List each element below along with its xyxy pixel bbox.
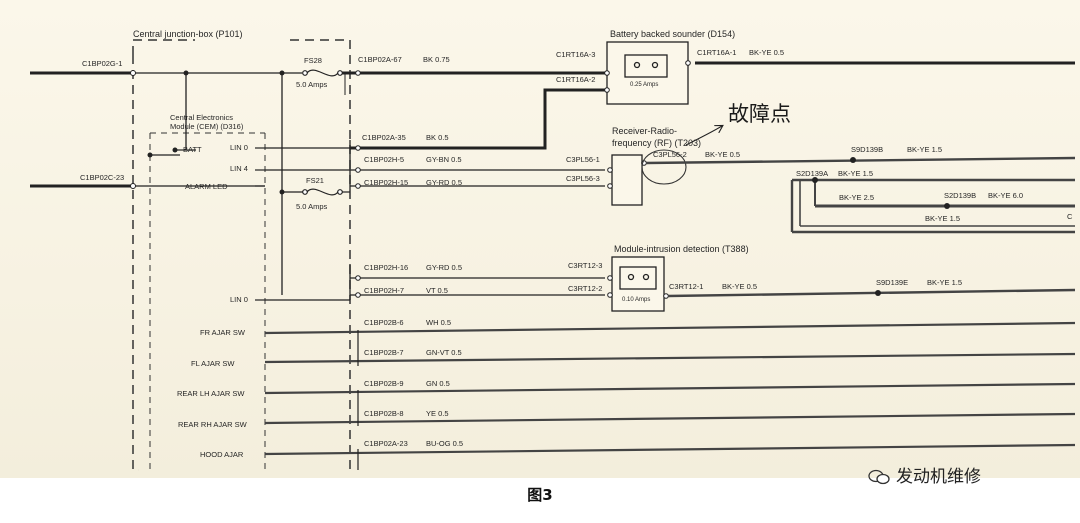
label-s2d139a: S2D139A	[796, 169, 828, 178]
receiver-title-line2: frequency (RF) (T203)	[612, 138, 701, 148]
wechat-icon	[868, 469, 890, 485]
wire-color-8: GN-VT 0.5	[426, 348, 462, 357]
fuse-fs21-label: FS21	[306, 176, 324, 185]
cem-title-line2: Module (CEM) (D316)	[170, 122, 244, 131]
wire-color-9: GN 0.5	[426, 379, 450, 388]
fault-circle	[641, 149, 687, 185]
label-fr-ajar: FR AJAR SW	[200, 328, 246, 337]
cem-title-line1: Central Electronics	[170, 113, 233, 122]
wire-pin-11: C1BP02A-23	[364, 439, 408, 448]
label-c1rt16a1-color: BK-YE 0.5	[749, 48, 784, 57]
wire-color-1: BK 0.75	[423, 55, 450, 64]
label-c3rt12-2: C3RT12-2	[568, 284, 602, 293]
wire-pin-5: C1BP02H-16	[364, 263, 408, 272]
lin-wires	[265, 88, 605, 301]
label-c3rt12-1: C3RT12-1	[669, 282, 703, 291]
figure-caption: 图3	[527, 486, 553, 504]
wire-color-5: GY-RD 0.5	[426, 263, 462, 272]
label-lin4: LIN 4	[230, 164, 248, 173]
junction-box-title: Central junction-box (P101)	[133, 29, 243, 39]
label-s2d139b-color: BK-YE 6.0	[988, 191, 1023, 200]
label-hood: HOOD AJAR	[200, 450, 244, 459]
label-s2d139b: S2D139B	[944, 191, 976, 200]
label-bkye15: BK-YE 1.5	[925, 214, 960, 223]
label-c3pl56-1: C3PL56-1	[566, 155, 600, 164]
sounder-rating: 0.25 Amps	[630, 82, 658, 88]
label-s9d139e: S9D139E	[876, 278, 908, 287]
label-lin0-a: LIN 0	[230, 143, 248, 152]
label-c3rt12-1-color: BK-YE 0.5	[722, 282, 757, 291]
wire-pin-1: C1BP02A-67	[358, 55, 402, 64]
wire-color-11: BU-OG 0.5	[426, 439, 463, 448]
wire-color-2: BK 0.5	[426, 133, 449, 142]
intrusion-rating: 0.10 Amps	[622, 297, 650, 303]
fuse-fs28-label: FS28	[304, 56, 322, 65]
cem-outline	[149, 132, 266, 470]
label-rear-lh: REAR LH AJAR SW	[177, 389, 245, 398]
ajar-switch-wires	[264, 321, 1076, 456]
wire-pin-2: C1BP02A-35	[362, 133, 406, 142]
sounder-module	[606, 41, 689, 105]
wire-pin-4: C1BP02H-15	[364, 178, 408, 187]
receiver-title-line1: Receiver-Radio-	[612, 126, 677, 136]
wire-color-10: YE 0.5	[426, 409, 449, 418]
wire-pin-3: C1BP02H-5	[364, 155, 404, 164]
label-edge-c: C	[1067, 212, 1073, 221]
wire-pin-8: C1BP02B-7	[364, 348, 404, 357]
fault-annotation: 故障点	[728, 102, 791, 126]
label-bkye25: BK-YE 2.5	[839, 193, 874, 202]
label-c1rt16a2: C1RT16A-2	[556, 75, 595, 84]
receiver-module	[611, 154, 643, 206]
schematic-paper	[0, 0, 1080, 478]
wire-pin-6: C1BP02H-7	[364, 286, 404, 295]
fault-arrow	[685, 126, 722, 146]
wire-color-7: WH 0.5	[426, 318, 451, 327]
intrusion-title: Module-intrusion detection (T388)	[614, 244, 749, 254]
fuse-fs28-rating: 5.0 Amps	[296, 80, 328, 89]
watermark-text: 发动机维修	[896, 467, 981, 487]
sounder-title: Battery backed sounder (D154)	[610, 29, 735, 39]
label-c3pl56-3: C3PL56-3	[566, 174, 600, 183]
wire-color-4: GY-RD 0.5	[426, 178, 462, 187]
label-c3pl56-2: C3PL56-2	[653, 150, 687, 159]
label-c3rt12-3: C3RT12-3	[568, 261, 602, 270]
label-rear-rh: REAR RH AJAR SW	[178, 420, 248, 429]
label-c3pl56-2-color: BK-YE 0.5	[705, 150, 740, 159]
watermark: 发动机维修	[868, 462, 981, 487]
fuse-fs21	[282, 188, 350, 196]
label-s9d139e-color: BK-YE 1.5	[927, 278, 962, 287]
fuse-fs28	[302, 69, 343, 77]
power-feed-wire	[30, 61, 1075, 295]
label-s9d139b: S9D139B	[851, 145, 883, 154]
label-lin0-b: LIN 0	[230, 295, 248, 304]
label-c1bp02c: C1BP02C-23	[80, 173, 124, 182]
intrusion-module	[611, 256, 665, 312]
wiring-diagram: Central junction-box (P101) Central Elec…	[30, 29, 1076, 470]
label-c1bp02g: C1BP02G-1	[82, 59, 122, 68]
label-c1rt16a3: C1RT16A-3	[556, 50, 595, 59]
label-c1rt16a1: C1RT16A-1	[697, 48, 736, 57]
label-batt: BATT	[183, 145, 202, 154]
label-fl-ajar: FL AJAR SW	[191, 359, 235, 368]
wire-pin-7: C1BP02B-6	[364, 318, 404, 327]
junction-box-outline	[132, 39, 351, 470]
label-s9d139b-color: BK-YE 1.5	[907, 145, 942, 154]
wire-pin-9: C1BP02B-9	[364, 379, 404, 388]
label-s2d139a-color: BK-YE 1.5	[838, 169, 873, 178]
wire-color-6: VT 0.5	[426, 286, 448, 295]
fuse-fs21-rating: 5.0 Amps	[296, 202, 328, 211]
wire-color-3: GY-BN 0.5	[426, 155, 462, 164]
wire-pin-10: C1BP02B-8	[364, 409, 404, 418]
